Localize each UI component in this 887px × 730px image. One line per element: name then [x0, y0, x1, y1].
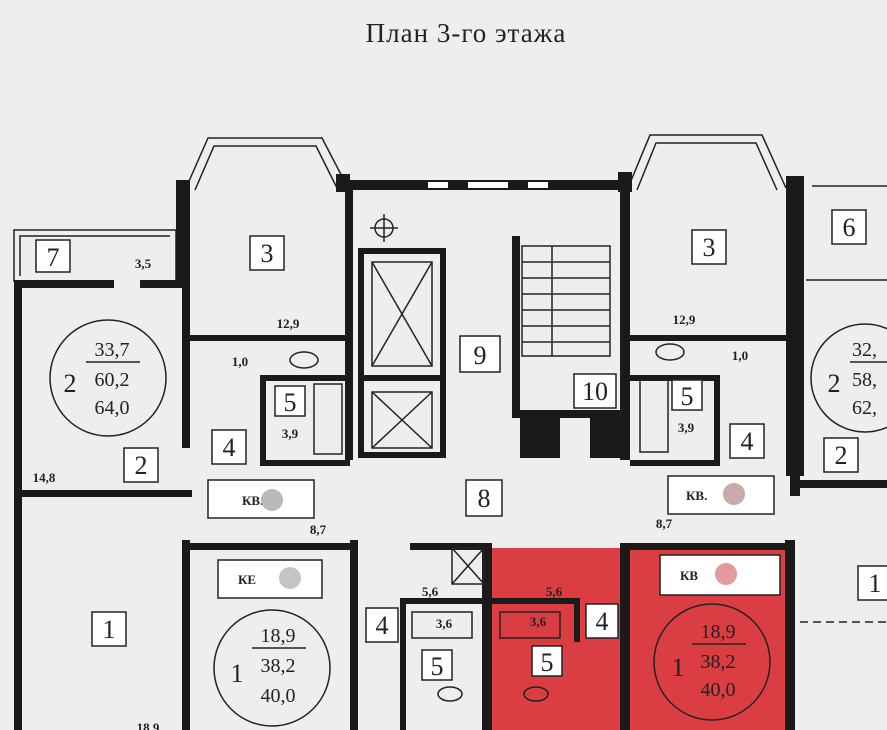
room-10-label: 10	[582, 377, 608, 406]
bay-window-right	[627, 134, 787, 191]
apartment-2-right-summary[interactable]: 2 32, 58, 62,	[828, 339, 887, 419]
svg-text:КВ.: КВ.	[242, 493, 263, 508]
area-3-6-right: 3,6	[530, 614, 547, 629]
area-8-7-left: 8,7	[310, 522, 327, 537]
vent-symbol	[370, 214, 398, 242]
elevator-cabins	[371, 261, 485, 585]
room-3-left-label: 3	[261, 239, 274, 268]
room-5-a-label: 5	[284, 388, 297, 417]
area-12-9-left: 12,9	[277, 316, 300, 331]
area-3-9-left: 3,9	[282, 426, 299, 441]
svg-text:58,: 58,	[852, 369, 877, 391]
room-2-right-label: 2	[835, 441, 848, 470]
svg-text:КЕ: КЕ	[238, 572, 256, 587]
room-8-label: 8	[478, 484, 491, 513]
plan-title: План 3-го этажа	[366, 18, 567, 48]
svg-text:60,2: 60,2	[95, 369, 130, 391]
room-4-a-label: 4	[223, 433, 236, 462]
svg-text:КВ.: КВ.	[686, 488, 707, 503]
svg-text:33,7: 33,7	[95, 339, 130, 361]
area-18-9: 18,9	[137, 720, 160, 730]
bay-window-left	[185, 137, 349, 191]
apartment-bubbles	[49, 319, 887, 727]
svg-text:40,0: 40,0	[261, 685, 296, 707]
area-3-6-left: 3,6	[436, 616, 453, 631]
kitchen-labels: КВ. КВ. КЕ КВ	[238, 483, 745, 589]
room-1-right-label: 1	[869, 569, 882, 598]
room-1-left-label: 1	[103, 615, 116, 644]
area-labels: 3,5 12,9 12,9 1,0 1,0 3,9 3,9 14,8 8,7 8…	[33, 256, 749, 730]
svg-text:18,9: 18,9	[261, 625, 296, 647]
apartment-1-left-summary[interactable]: 1 18,9 38,2 40,0	[231, 625, 307, 707]
area-14-8: 14,8	[33, 470, 56, 485]
area-5-6-right: 5,6	[546, 584, 563, 599]
room-5-b-label: 5	[681, 382, 694, 411]
kitchen-counters	[207, 475, 781, 599]
area-5-6-left: 5,6	[422, 584, 439, 599]
room-4-d-label: 4	[596, 607, 609, 636]
area-3-9-right: 3,9	[678, 420, 695, 435]
area-12-9-right: 12,9	[673, 312, 696, 327]
svg-text:1: 1	[672, 653, 685, 682]
area-3-5: 3,5	[135, 256, 152, 271]
svg-text:КВ: КВ	[680, 568, 698, 583]
staircase	[521, 245, 611, 357]
svg-text:32,: 32,	[852, 339, 877, 361]
svg-text:18,9: 18,9	[701, 621, 736, 643]
room-4-b-label: 4	[741, 427, 754, 456]
room-2-left-label: 2	[135, 451, 148, 480]
svg-text:64,0: 64,0	[95, 397, 130, 419]
area-1-0-right: 1,0	[732, 348, 748, 363]
svg-text:1: 1	[231, 659, 244, 688]
room-6-label: 6	[843, 213, 856, 242]
svg-text:38,2: 38,2	[701, 651, 736, 673]
room-5-d-label: 5	[541, 648, 554, 677]
svg-text:62,: 62,	[852, 397, 877, 419]
apartment-2-left-summary[interactable]: 2 33,7 60,2 64,0	[64, 339, 141, 419]
svg-text:2: 2	[64, 369, 77, 398]
walls	[14, 172, 887, 730]
area-8-7-right: 8,7	[656, 516, 673, 531]
room-3-right-label: 3	[703, 233, 716, 262]
room-5-c-label: 5	[431, 652, 444, 681]
svg-text:38,2: 38,2	[261, 655, 296, 677]
svg-text:40,0: 40,0	[701, 679, 736, 701]
room-4-c-label: 4	[376, 611, 389, 640]
svg-text:2: 2	[828, 369, 841, 398]
apartment-1-right-summary[interactable]: 1 18,9 38,2 40,0	[672, 621, 747, 701]
sanitary-fixtures	[289, 343, 685, 702]
room-7-label: 7	[47, 243, 60, 272]
room-9-label: 9	[474, 341, 487, 370]
room-numbers: 7 6 3 3 9 10 8 4 4 4 4 5 5 5 5 2 2	[35, 209, 887, 681]
area-1-0-left: 1,0	[232, 354, 248, 369]
